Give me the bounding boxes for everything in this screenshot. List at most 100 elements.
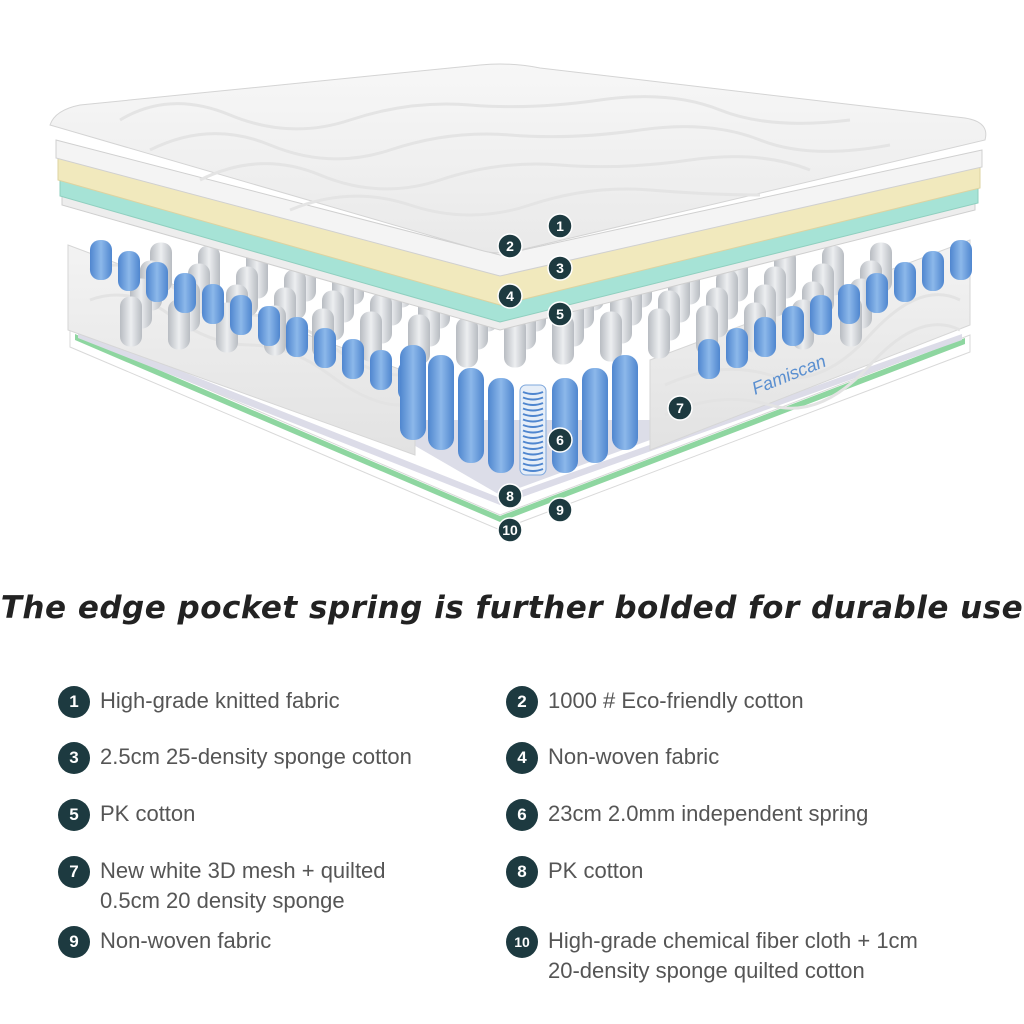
- legend-number-badge: 9: [58, 926, 90, 958]
- callout-number: 7: [676, 400, 684, 416]
- pocket-spring-blue: [202, 284, 224, 324]
- legend-text: 1000 # Eco-friendly cotton: [548, 686, 804, 716]
- comfort-layers: [49, 63, 987, 331]
- pocket-spring-gray: [552, 314, 574, 365]
- pocket-spring-blue: [428, 355, 454, 450]
- legend-text-line: PK cotton: [100, 801, 196, 826]
- pocket-spring-blue: [552, 378, 578, 473]
- callout-4: 4: [497, 283, 523, 309]
- pocket-spring-blue: [866, 273, 888, 313]
- legend-number-badge: 8: [506, 856, 538, 888]
- callout-number: 1: [556, 218, 564, 234]
- pocket-spring-blue: [810, 295, 832, 335]
- callout-3: 3: [547, 255, 573, 281]
- legend-text-line: PK cotton: [548, 858, 644, 883]
- pocket-spring-gray: [504, 317, 526, 368]
- coil-turn: [522, 451, 544, 456]
- coil-turn: [522, 407, 544, 412]
- legend-number-badge: 6: [506, 799, 538, 831]
- coil-turn: [522, 462, 544, 467]
- legend-text: High-grade knitted fabric: [100, 686, 340, 716]
- pocket-spring-blue: [838, 284, 860, 324]
- pocket-spring-blue: [118, 251, 140, 291]
- coil-turn: [522, 402, 544, 406]
- pocket-spring-blue: [698, 339, 720, 379]
- pocket-spring-blue: [726, 328, 748, 368]
- legend-number-badge: 1: [58, 686, 90, 718]
- legend-text: PK cotton: [548, 856, 643, 886]
- legend-text: 2.5cm 25-density sponge cotton: [100, 742, 412, 772]
- legend-text-line: 1000 # Eco-friendly cotton: [548, 688, 804, 713]
- callout-1: 1: [547, 213, 573, 239]
- pocket-spring-gray: [600, 311, 622, 362]
- pocket-spring-gray: [120, 296, 142, 347]
- coil-turn: [522, 435, 544, 439]
- legend-text-line: 23cm 2.0mm independent spring: [548, 801, 869, 826]
- legend-text: 23cm 2.0mm independent spring: [548, 799, 868, 829]
- legend-text-line: 0.5cm 20 density sponge: [100, 888, 345, 913]
- legend-text-line: 20-density sponge quilted cotton: [548, 958, 865, 983]
- callout-10: 10: [497, 517, 523, 543]
- legend-text: High-grade chemical fiber cloth + 1cm 20-…: [548, 926, 918, 986]
- callout-5: 5: [547, 301, 573, 327]
- coil-turn: [522, 468, 544, 472]
- legend-text-line: Non-woven fabric: [100, 928, 272, 953]
- pocket-spring-blue: [90, 240, 112, 280]
- legend-text: Non-woven fabric: [100, 926, 271, 956]
- pocket-spring-blue: [146, 262, 168, 302]
- pocket-spring-blue: [754, 317, 776, 357]
- legend-item-1: 1 High-grade knitted fabric: [58, 686, 340, 718]
- legend-text-line: High-grade chemical fiber cloth + 1cm: [548, 928, 918, 953]
- legend-number-badge: 7: [58, 856, 90, 888]
- coil-turn: [522, 396, 544, 401]
- pocket-spring-blue: [370, 350, 392, 390]
- callout-number: 3: [556, 260, 564, 276]
- callout-9: 9: [547, 497, 573, 523]
- callout-number: 4: [506, 288, 514, 304]
- pocket-spring-blue: [922, 251, 944, 291]
- callout-2: 2: [497, 233, 523, 259]
- coil-turn: [522, 391, 544, 395]
- legend-number-badge: 10: [506, 926, 538, 958]
- legend-item-3: 3 2.5cm 25-density sponge cotton: [58, 742, 412, 774]
- pocket-spring-blue: [286, 317, 308, 357]
- coil-turn: [522, 429, 544, 434]
- coil-turn: [522, 424, 544, 428]
- pocket-spring-blue: [314, 328, 336, 368]
- callout-number: 2: [506, 238, 514, 254]
- coil-turn: [522, 457, 544, 461]
- pocket-spring-blue: [488, 378, 514, 473]
- coil-turn: [522, 440, 544, 445]
- pocket-spring-gray: [648, 308, 670, 359]
- headline: The edge pocket spring is further bolded…: [0, 590, 1024, 626]
- pocket-spring-blue: [230, 295, 252, 335]
- pocket-spring-gray: [456, 317, 478, 368]
- legend-item-10: 10 High-grade chemical fiber cloth + 1cm 2…: [506, 926, 918, 986]
- pocket-spring-blue: [950, 240, 972, 280]
- legend-item-6: 6 23cm 2.0mm independent spring: [506, 799, 868, 831]
- pocket-spring-blue: [400, 345, 426, 440]
- callout-number: 8: [506, 488, 514, 504]
- legend-text: New white 3D mesh + quilted 0.5cm 20 dens…: [100, 856, 386, 916]
- pocket-spring-blue: [782, 306, 804, 346]
- pocket-spring-blue: [174, 273, 196, 313]
- coil-turn: [522, 418, 544, 423]
- legend-text-line: Non-woven fabric: [548, 744, 720, 769]
- callout-number: 6: [556, 432, 564, 448]
- pocket-spring-blue: [894, 262, 916, 302]
- exposed-coil-spring: [519, 384, 547, 476]
- legend-item-8: 8 PK cotton: [506, 856, 643, 888]
- legend-text-line: New white 3D mesh + quilted: [100, 858, 386, 883]
- callout-6: 6: [547, 427, 573, 453]
- pocket-spring-gray: [360, 311, 382, 362]
- callout-8: 8: [497, 483, 523, 509]
- pocket-spring-blue: [258, 306, 280, 346]
- callout-number: 5: [556, 306, 564, 322]
- legend-text-line: 2.5cm 25-density sponge cotton: [100, 744, 412, 769]
- legend-text: PK cotton: [100, 799, 195, 829]
- legend-number-badge: 3: [58, 742, 90, 774]
